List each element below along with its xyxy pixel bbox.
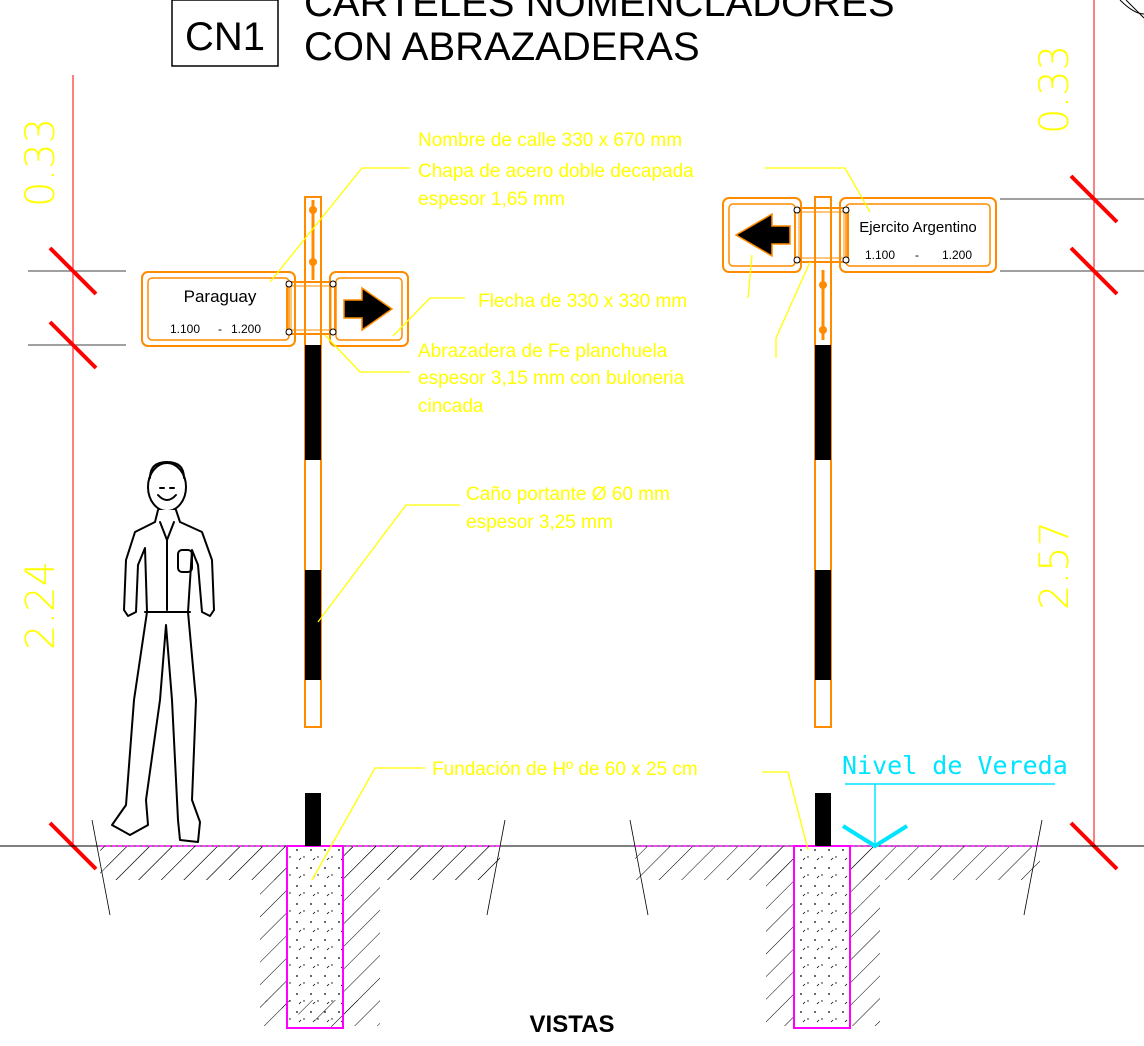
- level-arrow-icon: [841, 824, 909, 849]
- left-arrow-sign: [329, 271, 409, 347]
- dimension-tick: [1069, 174, 1119, 224]
- note-plate-1: Nombre de calle 330 x 670 mm: [418, 130, 682, 151]
- level-label: Nivel de Vereda: [842, 751, 1068, 780]
- left-sign-range-to: 1.200: [231, 322, 261, 336]
- foundation-concrete: [793, 845, 851, 1029]
- title-block: CN1 CARTELES NOMENCLADORES CON ABRAZADER…: [171, 0, 895, 69]
- dimension-right-bottom: 2.57: [1032, 521, 1078, 610]
- note-clamp-2: espesor 3,15 mm con buloneria: [418, 368, 685, 389]
- left-clamp: [285, 280, 337, 336]
- leader-arrow-left: [392, 297, 465, 337]
- leader-plate-left: [269, 167, 410, 283]
- leader-foundation-left: [311, 767, 425, 881]
- leader-clamp-right: [775, 261, 811, 358]
- left-sign-range-from: 1.100: [170, 322, 200, 336]
- dimension-left-bottom: 2.24: [18, 561, 64, 650]
- title-code: CN1: [185, 15, 265, 59]
- leader-foundation-right: [762, 771, 809, 851]
- right-street-sign: Ejercito Argentino 1.100 - 1.200: [839, 197, 997, 273]
- leader-plate-right: [765, 167, 871, 213]
- right-pole: [814, 196, 832, 846]
- sidewalk-level-marker: Nivel de Vereda: [841, 751, 1068, 849]
- title-line-2: CON ABRAZADERAS: [304, 25, 700, 69]
- note-plate-3: espesor 1,65 mm: [418, 189, 565, 210]
- foundation-concrete: [286, 845, 344, 1029]
- note-pipe-1: Caño portante Ø 60 mm: [466, 484, 670, 505]
- title-code-box: [171, 0, 279, 67]
- left-dimension: 0.33 2.24: [18, 75, 126, 871]
- left-pole: [304, 196, 322, 846]
- note-clamp-1: Abrazadera de Fe planchuela: [418, 341, 668, 362]
- leader-clamp-left: [324, 334, 410, 373]
- view-label: VISTAS: [530, 1011, 615, 1038]
- note-pipe-2: espesor 3,25 mm: [466, 512, 613, 533]
- dimension-right-top: 0.33: [1032, 45, 1078, 134]
- annotations: Nombre de calle 330 x 670 mm Chapa de ac…: [269, 130, 871, 881]
- dimension-tick: [48, 246, 98, 296]
- right-arrow-sign: [722, 197, 802, 273]
- left-street-sign: Paraguay 1.100 - 1.200: [141, 271, 296, 347]
- left-sign-street: Paraguay: [184, 287, 257, 306]
- north-symbol-hatch: [1125, 0, 1144, 19]
- right-foundation: [629, 819, 1043, 1029]
- right-sign-street: Ejercito Argentino: [859, 219, 977, 236]
- note-foundation: Fundación de Hº de 60 x 25 cm: [432, 759, 698, 780]
- north-symbol-fragment: [1119, 0, 1144, 15]
- leader-arrow-right: [747, 254, 753, 299]
- right-sign-range-sep: -: [915, 248, 919, 262]
- title-line-1: CARTELES NOMENCLADORES: [304, 0, 895, 25]
- right-sign-range-to: 1.200: [942, 248, 972, 262]
- leader-pipe: [317, 504, 460, 623]
- left-foundation: [91, 819, 506, 1030]
- dimension-tick: [48, 320, 98, 370]
- left-sign-range-sep: -: [218, 322, 222, 336]
- right-sign-range-from: 1.100: [865, 248, 895, 262]
- note-arrow: Flecha de 330 x 330 mm: [478, 291, 687, 312]
- right-dimension: 0.33 2.57: [1000, 0, 1144, 871]
- human-scale-figure: [111, 461, 215, 843]
- arrow-left-icon: [734, 212, 791, 258]
- right-clamp: [793, 206, 850, 264]
- dimension-tick: [1069, 246, 1119, 296]
- note-plate-2: Chapa de acero doble decapada: [418, 161, 694, 182]
- arrow-right-icon: [343, 286, 394, 332]
- dimension-left-top: 0.33: [18, 118, 64, 207]
- note-clamp-3: cincada: [418, 396, 484, 417]
